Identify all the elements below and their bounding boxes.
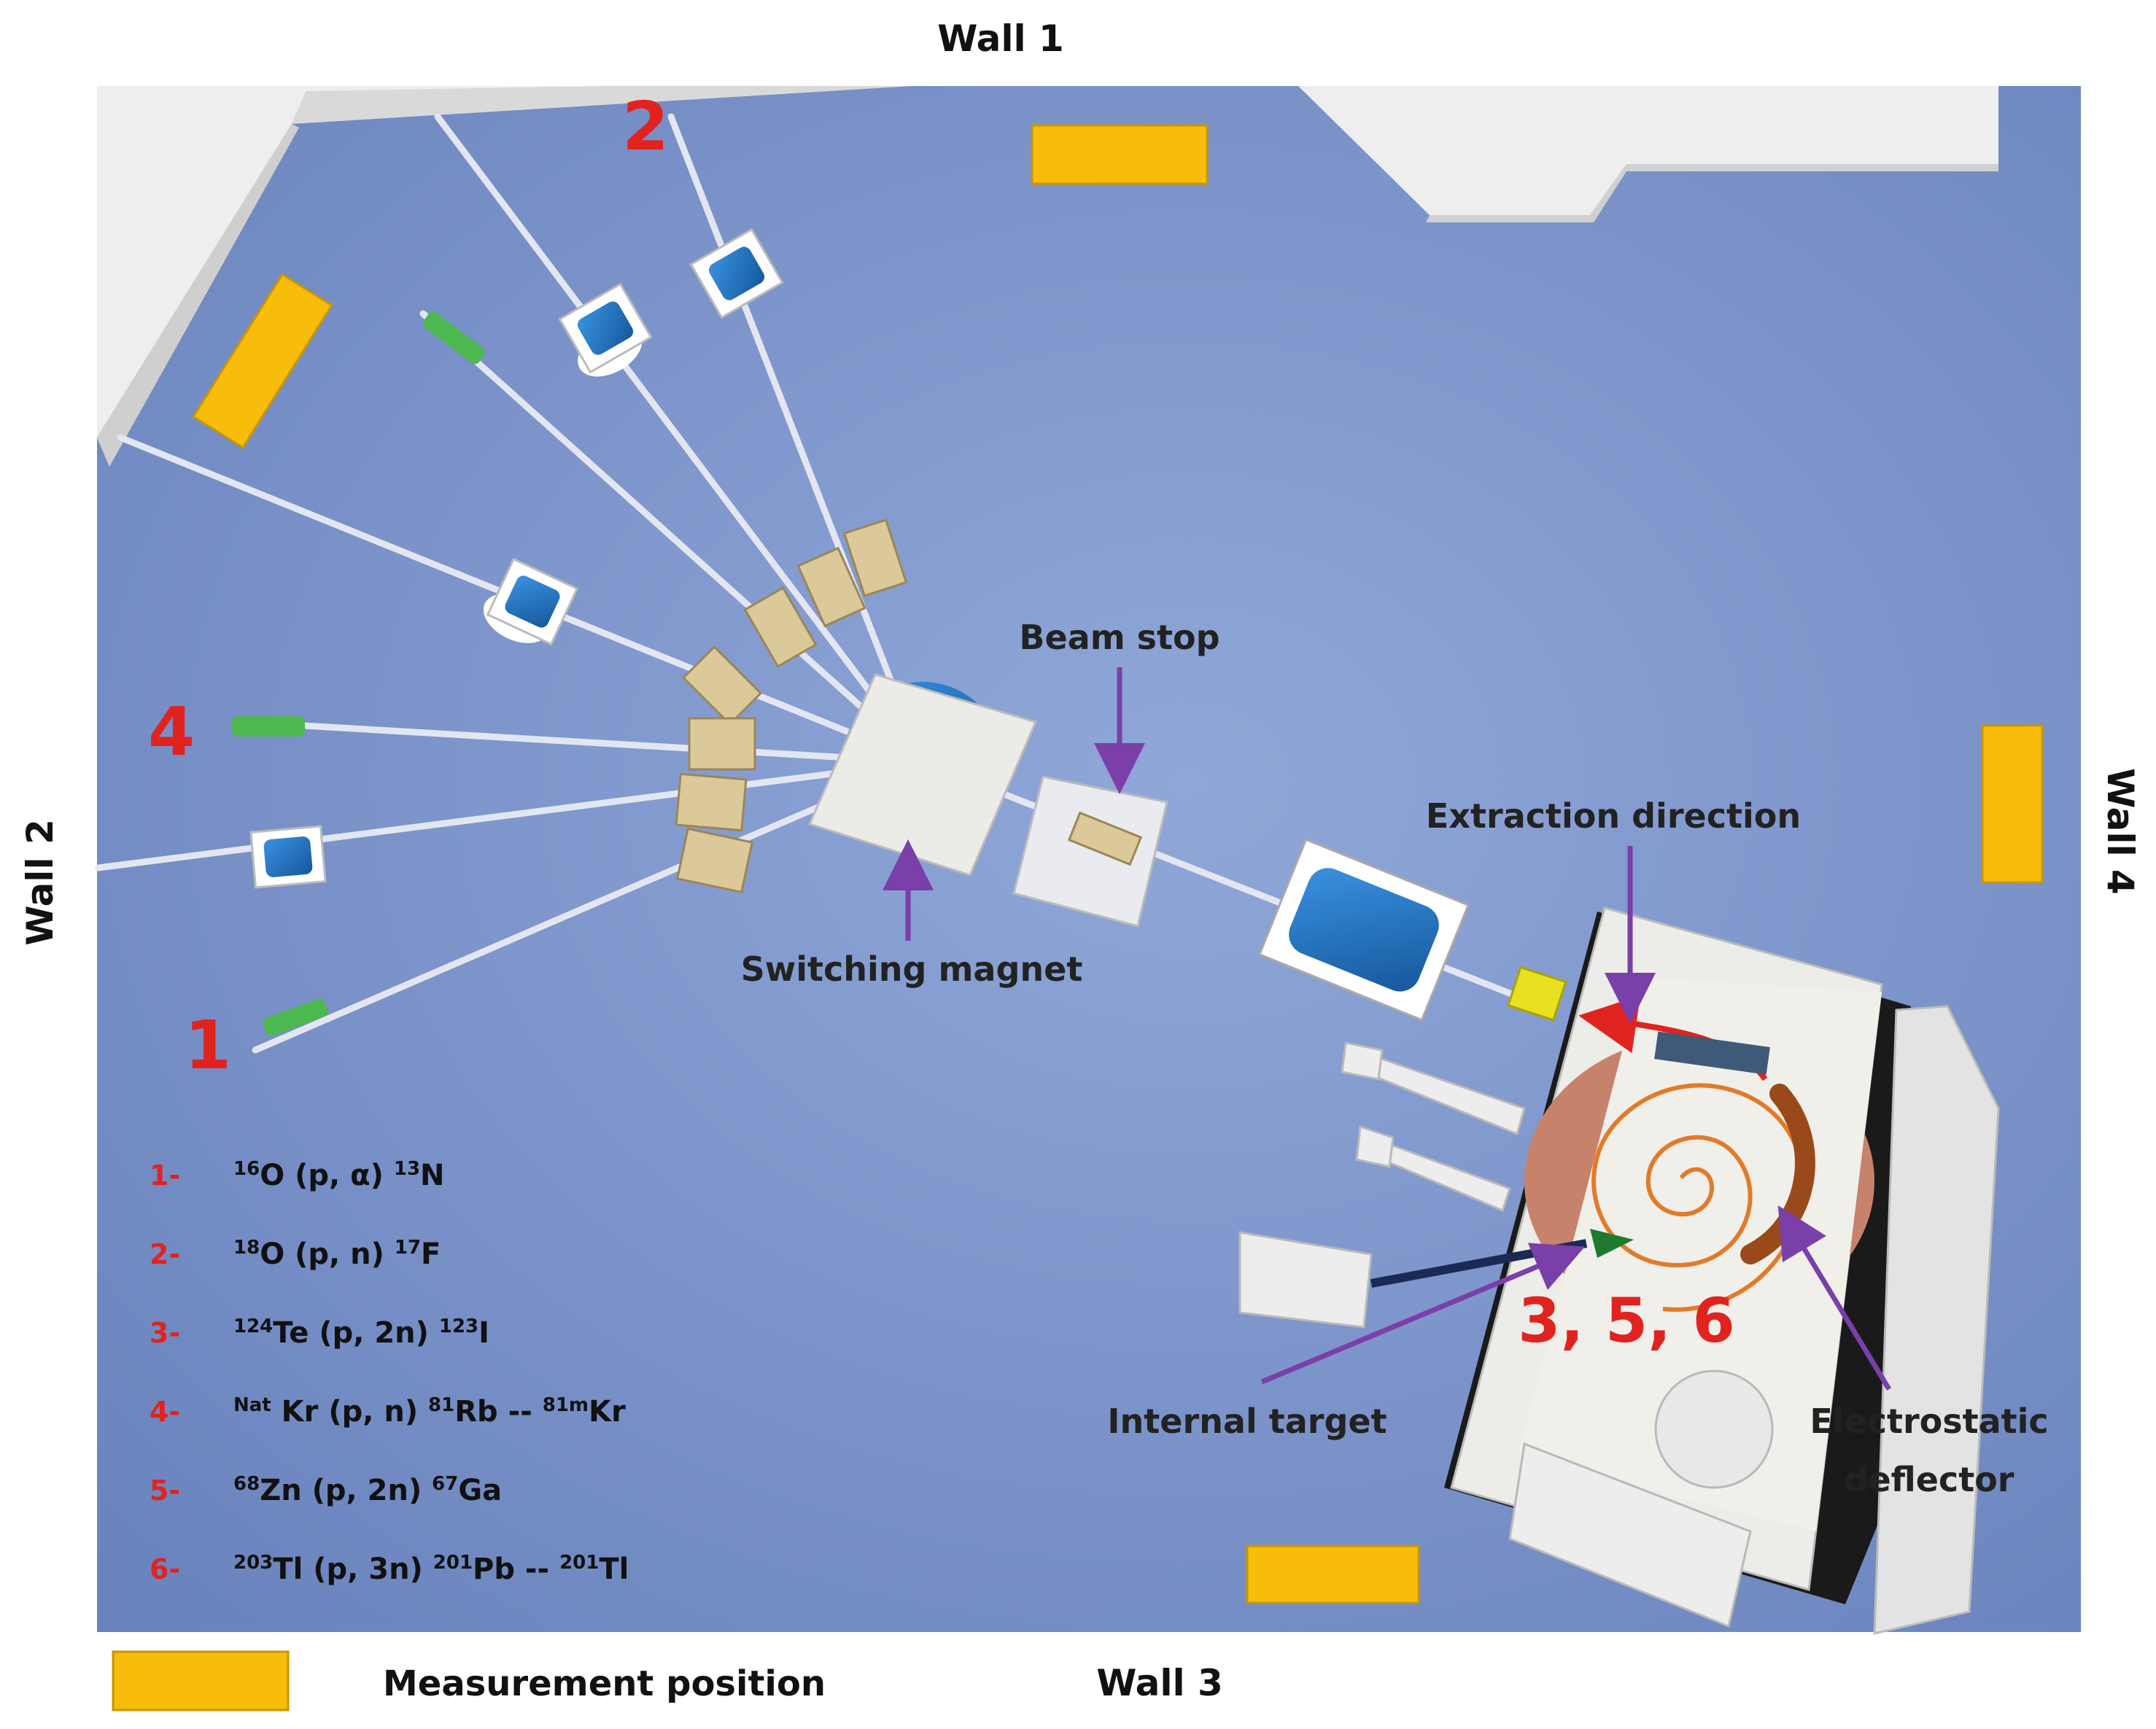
switching-magnet-label: Switching magnet [741, 949, 1083, 989]
measurement-position-wall1 [1031, 124, 1209, 185]
reaction-number: 4- [150, 1396, 180, 1428]
reaction-superscript: 201 [559, 1552, 599, 1574]
reaction-number: 6- [150, 1553, 180, 1585]
reaction-text: Tl [273, 1553, 303, 1586]
wall-1-label: Wall 1 [937, 18, 1064, 60]
reaction-superscript: 17 [395, 1237, 421, 1259]
electrostatic-deflector-label-1: Electrostatic [1810, 1402, 2048, 1441]
beam-stop-label: Beam stop [1019, 618, 1219, 657]
cyclotron [1370, 906, 2000, 1635]
steering-elements [675, 518, 908, 894]
reaction-equation: Nat Kr (p, n) 81Rb -- 81mKr [233, 1394, 626, 1429]
reaction-text: Te [273, 1316, 309, 1350]
reaction-equation: 68Zn (p, 2n) 67Ga [233, 1473, 502, 1507]
extraction-channel [1654, 1031, 1770, 1075]
beamline-number-4: 4 [148, 693, 195, 771]
beamline-number-2: 2 [622, 88, 669, 166]
beamline-number-1: 1 [185, 1006, 231, 1084]
legend-measurement-swatch [112, 1650, 290, 1711]
wall-block-top-right-face [1426, 164, 1998, 222]
nozzle-line-4 [232, 716, 305, 737]
reaction-text: Kr [271, 1395, 319, 1429]
extraction-direction-label: Extraction direction [1426, 796, 1801, 836]
arrow-internal-target [1260, 1243, 1585, 1385]
wall-block-top-left-face [292, 86, 912, 124]
reaction-text: O [260, 1159, 284, 1192]
reaction-text: (p, α) [284, 1159, 394, 1192]
beam-stop [1012, 775, 1168, 928]
cyclotron-side-blocks [1238, 1041, 1774, 1628]
measurement-position-wall4 [1981, 724, 2044, 884]
reaction-superscript: 81 [428, 1394, 454, 1416]
wall-3-label: Wall 3 [1096, 1662, 1223, 1704]
reaction-number: 2- [150, 1238, 180, 1270]
reaction-superscript: Nat [233, 1394, 271, 1416]
reaction-text: Rb -- [454, 1395, 543, 1429]
reaction-text: Tl [599, 1553, 629, 1586]
wall-block-top-left-side [97, 124, 299, 467]
reaction-superscript: 203 [233, 1552, 273, 1574]
reaction-text: Zn [260, 1474, 301, 1507]
beamline-number-3-5-6: 3, 5, 6 [1518, 1285, 1735, 1356]
reaction-superscript: 16 [233, 1158, 260, 1180]
reaction-superscript: 67 [432, 1473, 458, 1495]
reaction-text: (p, n) [284, 1238, 395, 1271]
reaction-text: (p, 2n) [302, 1474, 432, 1507]
wall-4-label: Wall 4 [2099, 768, 2141, 895]
internal-target-marker [1590, 1229, 1634, 1258]
reaction-text: (p, 2n) [309, 1316, 438, 1350]
reaction-equation: 16O (p, α) 13N [233, 1158, 445, 1192]
reaction-number: 5- [150, 1474, 180, 1507]
quadrupole-magnets [249, 228, 1470, 1022]
switching-magnet [807, 673, 1038, 877]
measurement-position-wall2 [192, 273, 333, 449]
reaction-superscript: 124 [233, 1316, 273, 1337]
reaction-superscript: 18 [233, 1237, 260, 1259]
reaction-equation: 124Te (p, 2n) 123I [233, 1316, 489, 1350]
reaction-superscript: 123 [439, 1316, 478, 1337]
reaction-text: (p, 3n) [303, 1553, 433, 1586]
reaction-text: I [478, 1316, 489, 1350]
reaction-text: Ga [458, 1474, 502, 1507]
reaction-text: F [421, 1238, 441, 1271]
reaction-number: 1- [150, 1159, 180, 1192]
electrostatic-deflector-electrode [1740, 1084, 1815, 1264]
reaction-number: 3- [150, 1317, 180, 1349]
reaction-equation: 203Tl (p, 3n) 201Pb -- 201Tl [233, 1552, 629, 1586]
nozzle-line-upper [422, 311, 485, 365]
reaction-text: Pb -- [473, 1553, 559, 1586]
reaction-equation: 18O (p, n) 17F [233, 1237, 441, 1271]
reaction-text: Kr [589, 1395, 626, 1429]
electrostatic-deflector-label-2: deflector [1845, 1460, 2015, 1499]
reaction-text: O [260, 1238, 284, 1271]
wall-2-label: Wall 2 [19, 819, 61, 946]
reaction-text: N [420, 1159, 444, 1192]
reaction-superscript: 201 [433, 1552, 473, 1574]
reaction-superscript: 68 [233, 1473, 260, 1495]
internal-target-label: Internal target [1107, 1402, 1387, 1441]
legend-measurement-label: Measurement position [383, 1663, 826, 1704]
measurement-position-wall3 [1246, 1545, 1420, 1604]
arrow-electrostatic-deflector [1777, 1205, 1891, 1391]
target-nozzles [232, 311, 485, 1036]
extraction-element [1507, 965, 1567, 1022]
wall-block-top-right [1298, 86, 1998, 215]
reaction-superscript: 13 [394, 1158, 420, 1180]
reaction-text: (p, n) [318, 1395, 428, 1429]
wall-block-top-left [97, 86, 598, 438]
annotation-arrows [883, 667, 1891, 1391]
reaction-superscript: 81m [543, 1394, 589, 1416]
nozzle-line-1 [263, 998, 328, 1036]
